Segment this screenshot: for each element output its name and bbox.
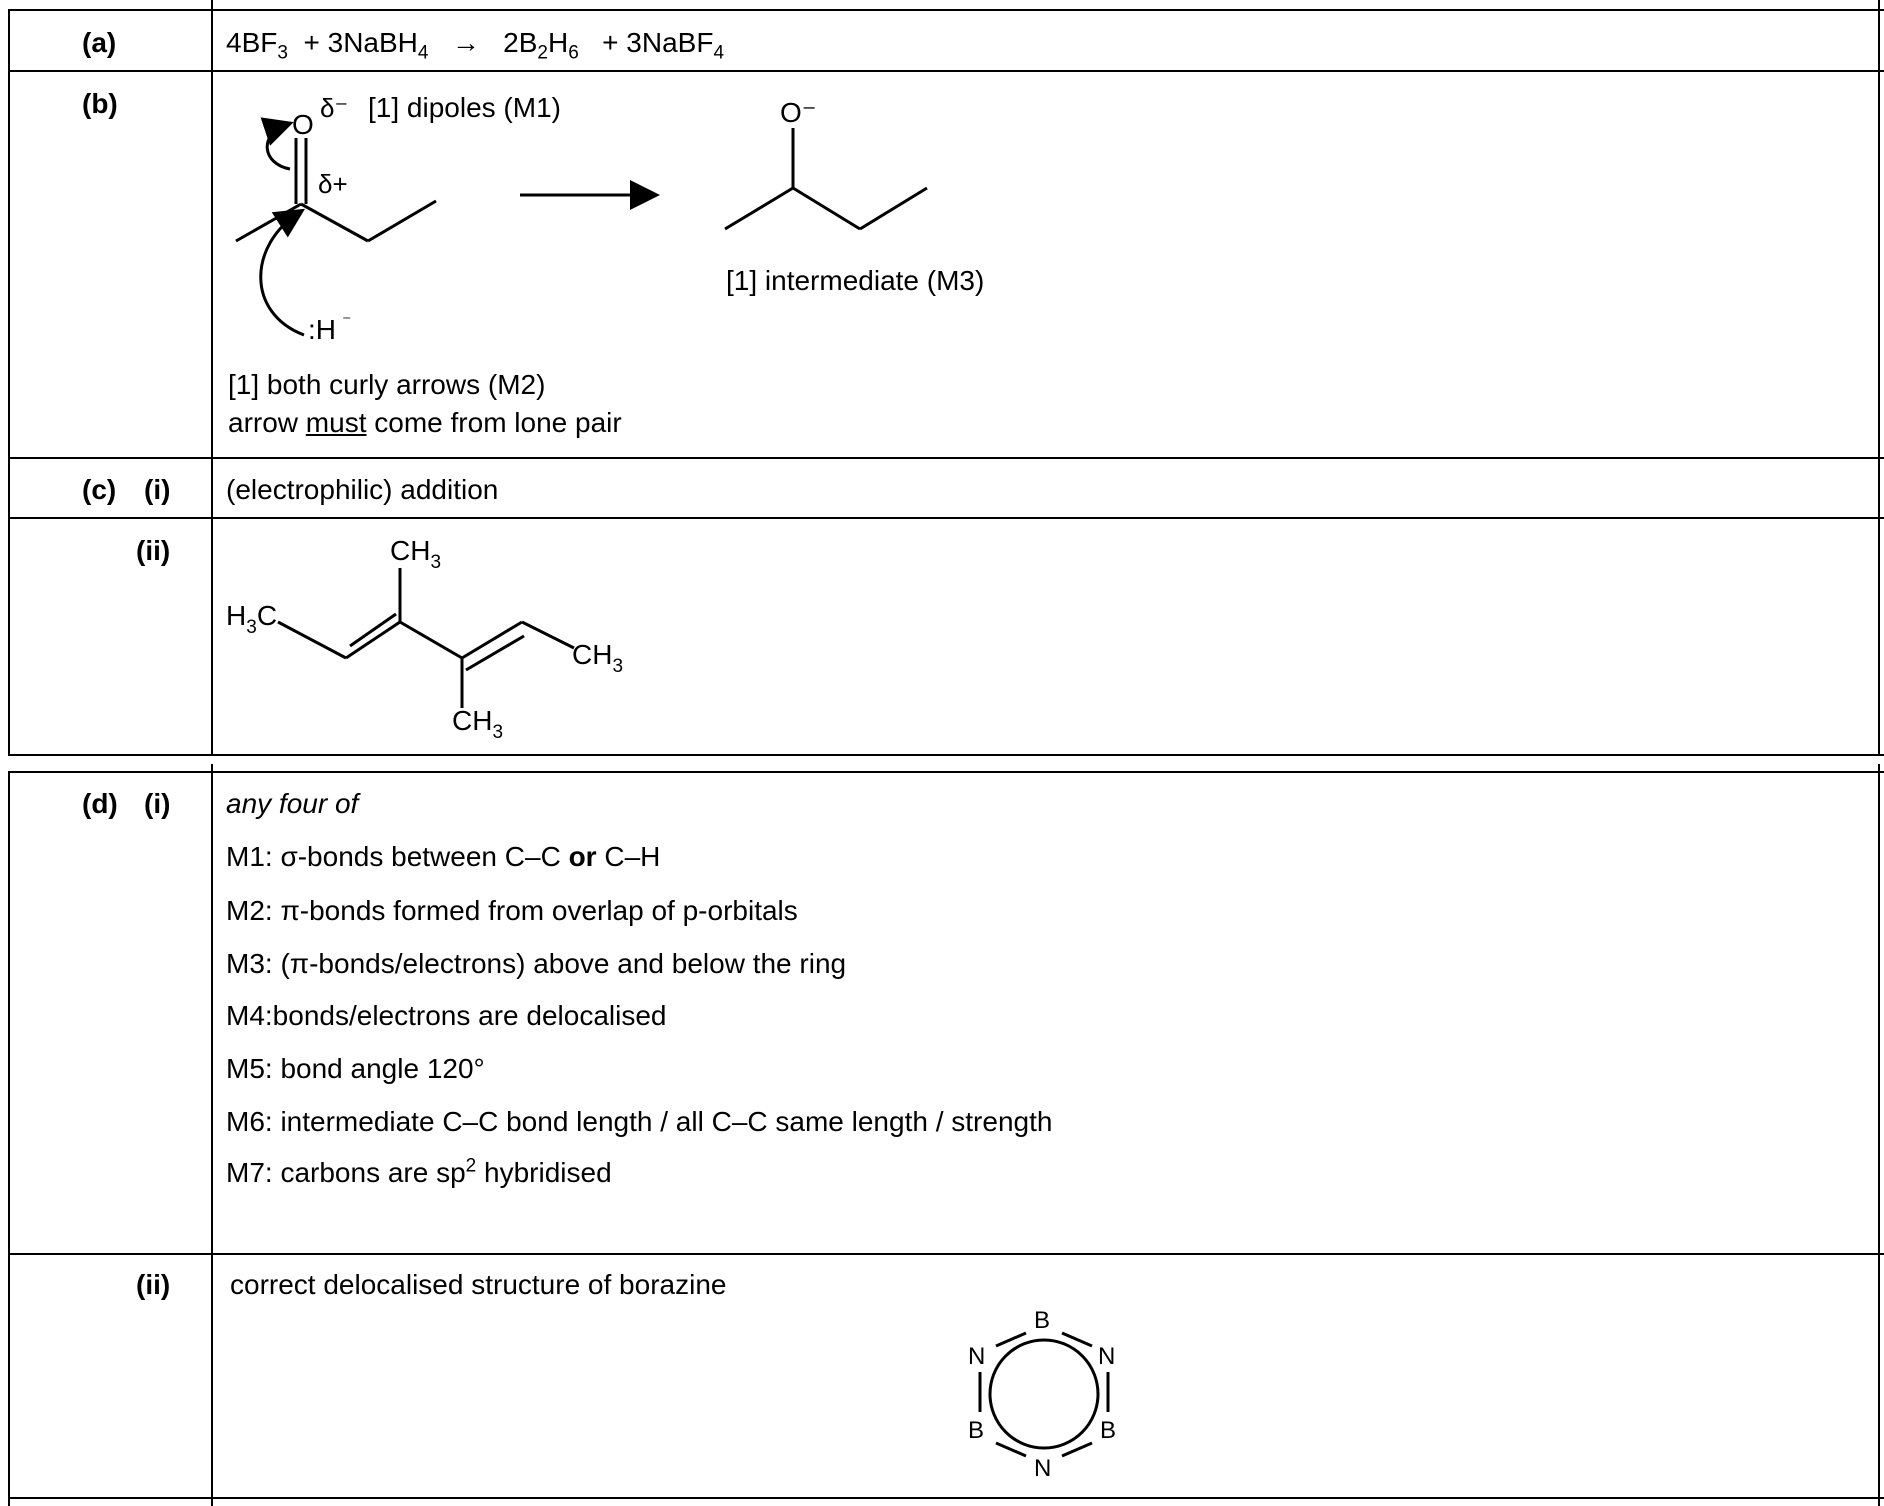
mark-point-m1: M1: σ-bonds between C–C or C–H xyxy=(226,841,661,872)
methyl-right: CH3 xyxy=(572,639,623,677)
hydride: :H⁻ xyxy=(308,311,352,345)
mark-point-m5: M5: bond angle 120° xyxy=(226,1053,485,1084)
product-b2h6: 2B2H6 xyxy=(503,27,579,64)
label-c: (c) xyxy=(82,474,117,505)
label-d-ii: (ii) xyxy=(136,1269,171,1300)
label-b: (b) xyxy=(82,88,118,119)
table-rule xyxy=(8,754,1884,756)
oxygen-atom: O xyxy=(292,109,314,140)
mark-point-m3: M3: (π-bonds/electrons) above and below … xyxy=(226,948,847,979)
curly-arrow-hydride xyxy=(259,208,306,337)
label-d-i: (i) xyxy=(144,788,171,819)
curly-arrow-bond xyxy=(260,117,294,171)
table-rule xyxy=(211,764,213,1506)
table-rule xyxy=(8,457,1884,459)
mark-point-m6: M6: intermediate C–C bond length / all C… xyxy=(226,1106,1053,1137)
table-rule xyxy=(8,771,1884,773)
label-c-ii: (ii) xyxy=(136,535,171,566)
boron-left-bottom: B xyxy=(968,1417,984,1444)
dipoles-note: [1] dipoles (M1) xyxy=(368,92,561,123)
product-nabf4: + 3NaBF xyxy=(602,27,714,58)
nitrogen-bottom: N xyxy=(1034,1455,1051,1482)
nitrogen-right-top: N xyxy=(1098,1343,1115,1370)
mechanism-diagram: O δ⁻ δ+ :H⁻ O⁻ xyxy=(235,93,928,345)
table-rule xyxy=(8,1253,1884,1255)
label-d: (d) xyxy=(82,788,118,819)
table-rule xyxy=(8,9,1884,11)
boron-right-bottom: B xyxy=(1100,1417,1116,1444)
subscript: 4 xyxy=(713,42,725,64)
lone-pair-note: arrow must come from lone pair xyxy=(228,407,622,438)
table-rule xyxy=(8,771,10,1506)
diene-structure: CH3 H3C CH3 CH3 xyxy=(226,535,623,743)
reaction-arrow: → xyxy=(451,27,480,58)
table-rule xyxy=(1878,0,1880,756)
curly-arrows-note: [1] both curly arrows (M2) xyxy=(228,369,546,400)
mark-point-m7: M7: carbons are sp2 hybridised xyxy=(226,1155,612,1188)
reactant-bf3: 4BF xyxy=(226,27,278,58)
methyl-left: H3C xyxy=(226,600,277,638)
nitrogen-left-top: N xyxy=(968,1343,985,1370)
table-rule xyxy=(8,1497,1884,1499)
table-rule xyxy=(8,9,10,756)
label-c-i: (i) xyxy=(144,474,171,505)
delta-plus: δ+ xyxy=(318,169,348,199)
subscript: 3 xyxy=(277,42,288,64)
answer-c-i: (electrophilic) addition xyxy=(226,474,499,505)
answer-d-intro: any four of xyxy=(226,788,359,819)
table-rule xyxy=(8,517,1884,519)
alkoxide-oxygen: O⁻ xyxy=(780,97,817,128)
mark-point-m4: M4:bonds/electrons are delocalised xyxy=(226,1000,667,1031)
table-rule xyxy=(211,0,213,756)
label-a: (a) xyxy=(82,27,117,58)
delta-minus: δ⁻ xyxy=(320,93,348,123)
intermediate-note: [1] intermediate (M3) xyxy=(726,265,985,296)
boron-top: B xyxy=(1034,1307,1050,1334)
equation-a: 4BF3 + 3NaBH4 → 2B2H6 + 3NaBF4 xyxy=(226,27,724,64)
methyl-top: CH3 xyxy=(390,535,441,573)
answer-d-ii: correct delocalised structure of borazin… xyxy=(230,1269,727,1300)
mark-point-m2: M2: π-bonds formed from overlap of p-orb… xyxy=(226,895,798,926)
table-rule xyxy=(1878,764,1880,1506)
subscript: 4 xyxy=(417,42,429,64)
table-rule xyxy=(8,70,1884,72)
methyl-bottom: CH3 xyxy=(452,705,503,743)
reactant-nabh4: + 3NaBH xyxy=(303,27,418,58)
